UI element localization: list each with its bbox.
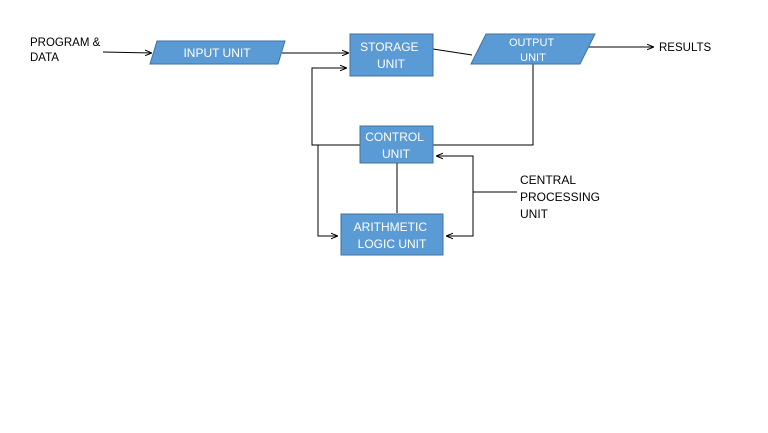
control-unit: CONTROL UNIT <box>359 125 434 164</box>
alu: ARITHMETIC LOGIC UNIT <box>340 213 444 256</box>
cpu-bracket-to-alu <box>446 192 474 236</box>
connectors <box>102 47 654 236</box>
output-unit-label: OUTPUT UNIT <box>509 37 557 64</box>
line-storage-to-output <box>432 48 473 56</box>
control-unit-shape <box>359 125 434 164</box>
cpu-bracket-to-control <box>436 156 517 193</box>
arrow-input-to-input-unit <box>102 52 152 53</box>
line-output-to-control <box>433 63 534 146</box>
alu-label: ARITHMETIC LOGIC UNIT <box>354 220 431 251</box>
storage-unit-label: STORAGE UNIT <box>360 40 422 71</box>
storage-unit: STORAGE UNIT <box>349 33 434 77</box>
output-unit: OUTPUT UNIT <box>470 33 596 65</box>
control-unit-label: CONTROL UNIT <box>365 130 427 161</box>
input-unit-label: INPUT UNIT <box>183 46 251 60</box>
arrow-control-to-storage <box>311 68 360 146</box>
results-label: RESULTS <box>659 42 712 54</box>
program-data-label: PROGRAM & DATA <box>30 37 104 64</box>
output-unit-shape <box>470 33 596 65</box>
input-unit: INPUT UNIT <box>149 40 286 65</box>
alu-shape <box>340 213 444 256</box>
storage-unit-shape <box>349 33 434 77</box>
input-unit-shape <box>149 40 286 65</box>
cpu-label: CENTRAL PROCESSING UNIT <box>520 173 603 221</box>
arrow-control-to-alu <box>317 145 338 236</box>
